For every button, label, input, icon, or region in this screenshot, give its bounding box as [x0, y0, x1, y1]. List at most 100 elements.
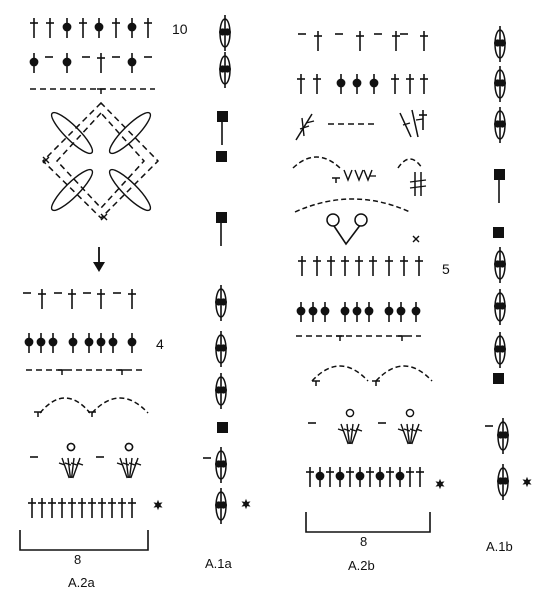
row-number-10: 10	[172, 21, 188, 37]
row-number-4: 4	[156, 336, 164, 352]
double-crochet-symbol	[98, 498, 106, 518]
bobble-symbol	[94, 18, 104, 38]
vertical-puff-symbol	[494, 66, 506, 102]
double-crochet-symbol	[419, 110, 427, 130]
bobble-symbol	[127, 333, 137, 353]
a2a-width-bracket	[19, 530, 149, 551]
bobble-symbol	[62, 53, 72, 73]
double-crochet-symbol	[97, 53, 105, 73]
chart-name-a2b: A.2b	[348, 558, 375, 573]
double-crochet-symbol	[68, 498, 76, 518]
double-crochet-symbol	[415, 256, 423, 276]
bobble-symbol	[127, 53, 137, 73]
double-crochet-symbol	[391, 74, 399, 94]
bobble-symbol	[84, 333, 94, 353]
double-crochet-symbol	[400, 256, 408, 276]
a2b-width-bracket	[305, 512, 431, 533]
double-crochet-symbol	[392, 31, 400, 51]
chart-name-a2a: A.2a	[68, 575, 95, 590]
down-arrow-symbol	[93, 247, 105, 272]
vertical-puff-symbol	[494, 247, 506, 283]
anchor-symbol	[118, 369, 126, 375]
start-star-symbol	[153, 499, 163, 511]
bobble-symbol	[96, 333, 106, 353]
double-crochet-symbol	[118, 498, 126, 518]
anchor-symbol	[398, 335, 406, 341]
double-crochet-symbol	[79, 18, 87, 38]
bobble-symbol	[384, 302, 394, 322]
bobble-symbol	[308, 302, 318, 322]
double-crochet-symbol	[313, 256, 321, 276]
double-crochet-symbol	[327, 256, 335, 276]
double-crochet-symbol	[306, 467, 314, 487]
bobble-symbol	[127, 18, 137, 38]
double-crochet-symbol	[28, 498, 36, 518]
bobble-symbol	[24, 333, 34, 353]
bobble-symbol	[375, 467, 385, 487]
anchor-symbol	[58, 369, 66, 375]
dc-cluster-fan	[116, 457, 142, 479]
vertical-puff-symbol	[215, 285, 227, 321]
cross-post-symbol	[409, 172, 427, 196]
filled-square-symbol	[216, 212, 227, 246]
double-crochet-symbol	[88, 498, 96, 518]
filled-square-symbol	[493, 227, 504, 238]
anchor-symbol	[97, 88, 105, 94]
double-crochet-symbol	[144, 18, 152, 38]
filled-square-symbol	[217, 111, 228, 145]
double-crochet-symbol	[128, 498, 136, 518]
v-stitches	[343, 169, 376, 182]
chain-arch	[311, 365, 369, 382]
bobble-symbol	[320, 302, 330, 322]
start-star-symbol	[522, 476, 532, 488]
vertical-puff-symbol	[494, 289, 506, 325]
double-crochet-symbol	[406, 74, 414, 94]
small-ring-symbol	[66, 442, 76, 452]
vertical-puff-symbol	[215, 447, 227, 483]
bobble-symbol	[62, 18, 72, 38]
double-crochet-symbol	[366, 467, 374, 487]
bobble-symbol	[355, 467, 365, 487]
bobble-symbol	[335, 467, 345, 487]
double-crochet-symbol	[341, 256, 349, 276]
dc-cluster-fan	[337, 423, 363, 445]
chain-arch	[375, 365, 433, 382]
double-crochet-symbol	[416, 467, 424, 487]
chain-arch	[91, 397, 149, 414]
slip-stitch-x-symbol	[42, 156, 50, 164]
double-crochet-symbol	[112, 18, 120, 38]
double-crochet-symbol	[406, 467, 414, 487]
bobble-symbol	[411, 302, 421, 322]
bobble-symbol	[315, 467, 325, 487]
anchor-symbol	[372, 380, 380, 386]
double-crochet-symbol	[355, 256, 363, 276]
double-crochet-symbol	[58, 498, 66, 518]
chain-arch	[397, 158, 423, 169]
filled-square-symbol	[493, 373, 504, 384]
filled-square-symbol	[216, 151, 227, 162]
start-star-symbol	[241, 498, 251, 510]
bobble-symbol	[68, 333, 78, 353]
bobble-symbol	[336, 74, 346, 94]
double-crochet-symbol	[420, 74, 428, 94]
double-crochet-symbol	[48, 498, 56, 518]
double-crochet-symbol	[128, 289, 136, 309]
vertical-puff-symbol	[215, 331, 227, 367]
start-star-symbol	[435, 478, 445, 490]
a2b-width-label: 8	[360, 534, 368, 549]
chart-name-a1b: A.1b	[486, 539, 513, 554]
double-crochet-symbol	[314, 31, 322, 51]
double-crochet-symbol	[420, 31, 428, 51]
bobble-symbol	[395, 467, 405, 487]
bobble-symbol	[396, 302, 406, 322]
anchor-symbol	[332, 177, 340, 183]
bobble-symbol	[296, 302, 306, 322]
bobble-symbol	[108, 333, 118, 353]
small-ring-symbol	[345, 408, 355, 418]
bobble-symbol	[352, 74, 362, 94]
double-crochet-symbol	[385, 256, 393, 276]
bobble-symbol	[340, 302, 350, 322]
double-crochet-symbol	[108, 498, 116, 518]
slip-stitch-x-symbol	[100, 213, 108, 221]
anchor-symbol	[336, 335, 344, 341]
